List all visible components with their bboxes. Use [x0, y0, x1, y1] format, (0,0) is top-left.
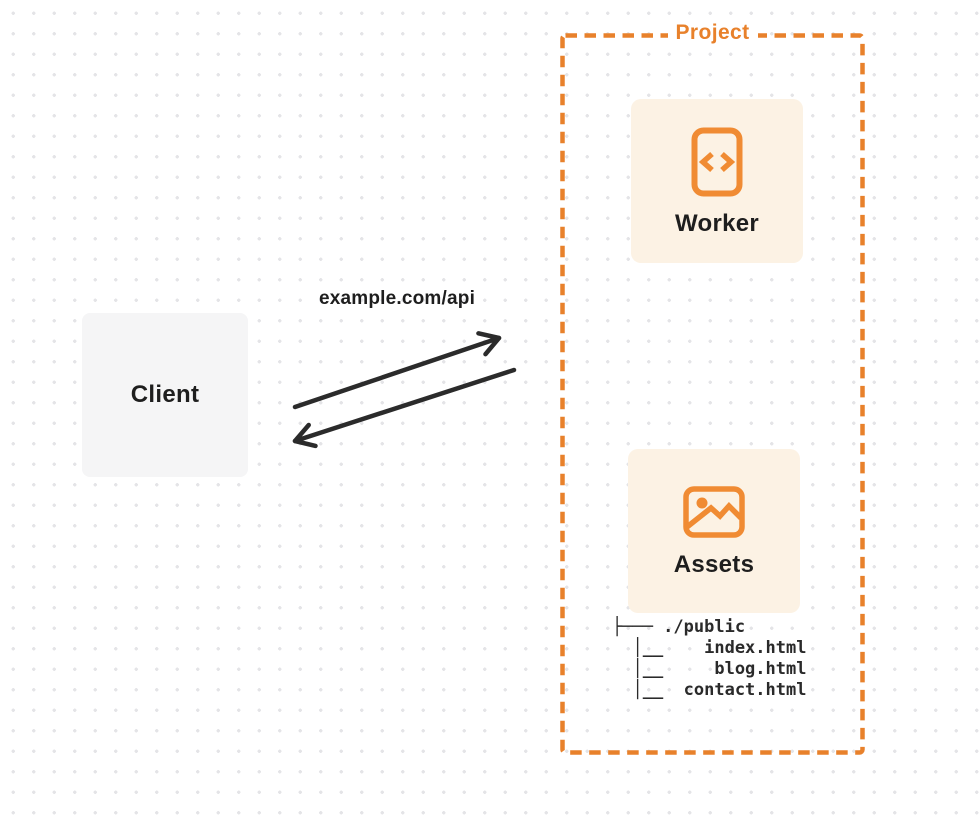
- file-tree-line-public: ├─── ./public: [612, 617, 746, 637]
- file-tree-line-index: │__ index.html: [612, 638, 807, 658]
- response-arrow: [292, 367, 517, 449]
- project-dashed-border: [560, 33, 865, 755]
- image-icon: [683, 485, 745, 538]
- file-tree-line-contact: │__ contact.html: [612, 680, 807, 700]
- project-label: Project: [667, 20, 758, 46]
- worker-label: Worker: [674, 209, 760, 237]
- assets-file-tree: ├─── ./public │__ index.html │__ blog.ht…: [612, 617, 806, 701]
- assets-label: Assets: [673, 550, 755, 578]
- code-icon: [691, 127, 743, 196]
- assets-node: Assets: [628, 449, 800, 613]
- project-container: Project Worker Assets ├─── ./public │__ …: [560, 20, 865, 755]
- worker-node: Worker: [631, 99, 803, 263]
- client-node: Client: [82, 313, 248, 477]
- file-tree-line-blog: │__ blog.html: [612, 659, 807, 679]
- request-url-label: example.com/api: [318, 288, 476, 309]
- client-label: Client: [130, 381, 200, 408]
- request-arrow: [292, 331, 502, 410]
